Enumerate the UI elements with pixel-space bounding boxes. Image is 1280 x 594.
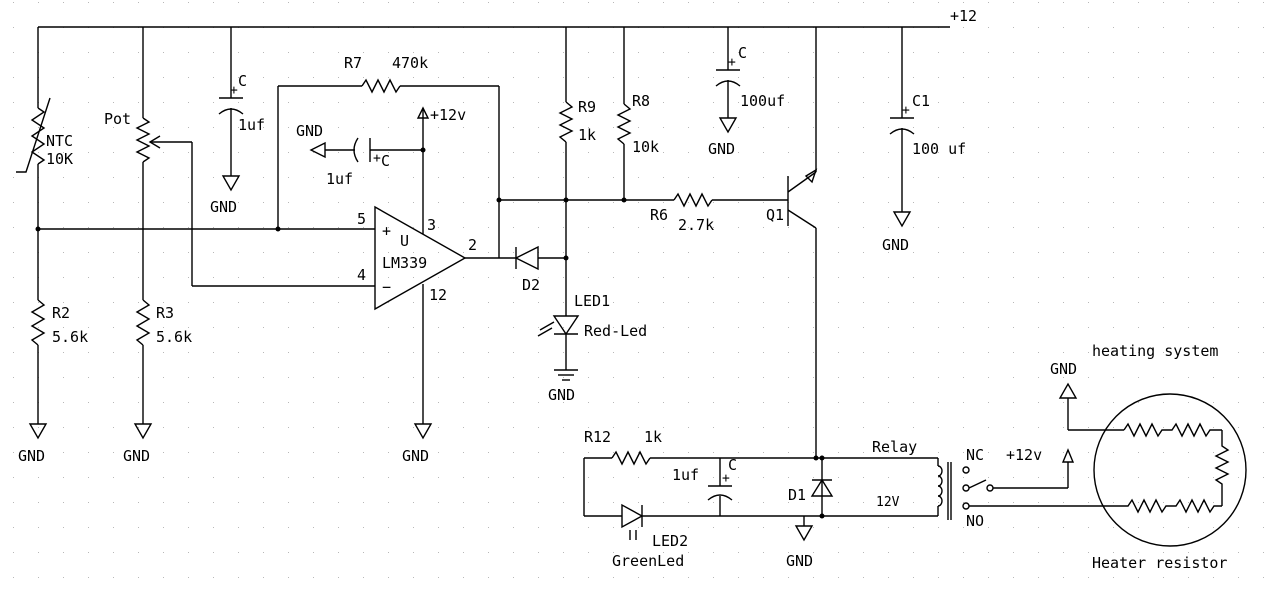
capacitor-bulk: + C 100uf GND	[708, 27, 785, 158]
gnd-label: GND	[296, 122, 323, 140]
relay-name: Relay	[872, 438, 917, 456]
cap-plus: +	[230, 83, 238, 98]
relay-cap-name: C	[728, 456, 737, 474]
r12-value: 1k	[644, 428, 662, 446]
capacitor-input: + C 1uf GND	[210, 27, 265, 216]
led1-value: Red-Led	[584, 322, 647, 340]
r2-name: R2	[52, 304, 70, 322]
r8-name: R8	[632, 92, 650, 110]
r8-value: 10k	[632, 138, 659, 156]
relay-nc: NC	[966, 446, 984, 464]
relay-cap-value: 1uf	[672, 466, 699, 484]
d2-name: D2	[522, 276, 540, 294]
gnd-label: GND	[786, 552, 813, 570]
c1-name: C1	[912, 92, 930, 110]
supply-rail: +12	[38, 7, 977, 28]
c-bulk-name: C	[738, 44, 747, 62]
resistor-r3: R3 5.6k GND	[123, 299, 192, 465]
d1-name: D1	[788, 486, 806, 504]
led2-name: LED2	[652, 532, 688, 550]
opamp-vcc-label: +12v	[430, 106, 466, 124]
c-feedback-value: 1uf	[326, 170, 353, 188]
gnd-label: GND	[708, 140, 735, 158]
c1-value: 100 uf	[912, 140, 966, 158]
ntc-thermistor: NTC 10K	[16, 27, 73, 300]
r9-name: R9	[578, 98, 596, 116]
driver-stage: R8 10k R6 2.7k Q1	[496, 27, 818, 458]
c-input-name: C	[238, 72, 247, 90]
heater-caption: Heater resistor	[1092, 554, 1227, 572]
opamp-part: LM339	[382, 254, 427, 272]
heating-system: GND heating system Heater resistor	[1050, 342, 1247, 572]
gnd-label: GND	[548, 386, 575, 404]
lm339-comparator: U LM339 + − 5 4 3 2 12 +12v GND	[357, 106, 499, 465]
r2-value: 5.6k	[52, 328, 88, 346]
relay-supply: +12v	[1006, 446, 1042, 464]
pin-plus: 5	[357, 210, 366, 228]
gnd-label: GND	[210, 198, 237, 216]
gnd-label: GND	[123, 447, 150, 465]
ntc-value: 10K	[46, 150, 73, 168]
r6-name: R6	[650, 206, 668, 224]
gnd-label: GND	[18, 447, 45, 465]
resistor-r2: R2 5.6k GND	[18, 299, 88, 465]
opamp-plus: +	[382, 222, 391, 240]
relay-section: R12 1k LED2 GreenLed + C 1uf D1 GND Rela	[583, 428, 1100, 570]
gnd-label: GND	[402, 447, 429, 465]
r12-name: R12	[584, 428, 611, 446]
r9-value: 1k	[578, 126, 596, 144]
q1-name: Q1	[766, 206, 784, 224]
opamp-minus: −	[382, 278, 391, 296]
led2-value: GreenLed	[612, 552, 684, 570]
r3-name: R3	[156, 304, 174, 322]
ntc-name: NTC	[46, 132, 73, 150]
relay-voltage: 12V	[876, 495, 900, 510]
cap-plus: +	[722, 471, 730, 486]
c-feedback-name: C	[381, 152, 390, 170]
gnd-label: GND	[882, 236, 909, 254]
pot-name: Pot	[104, 110, 131, 128]
pin-gnd: 12	[429, 286, 447, 304]
led1-name: LED1	[574, 292, 610, 310]
supply-label: +12	[950, 7, 977, 25]
pin-minus: 4	[357, 266, 366, 284]
pin-vcc: 3	[427, 216, 436, 234]
r6-value: 2.7k	[678, 216, 714, 234]
feedback-network: R7 470k	[38, 54, 500, 287]
r7-value: 470k	[392, 54, 428, 72]
c-bulk-value: 100uf	[740, 92, 785, 110]
c-input-value: 1uf	[238, 116, 265, 134]
cap-plus: +	[373, 151, 381, 166]
r3-value: 5.6k	[156, 328, 192, 346]
capacitor-c1: + C1 100 uf GND	[882, 27, 966, 254]
pin-out: 2	[468, 236, 477, 254]
gnd-label: GND	[1050, 360, 1077, 378]
relay-no: NO	[966, 512, 984, 530]
cap-plus: +	[728, 55, 736, 70]
opamp-ref: U	[400, 232, 409, 250]
potentiometer: Pot	[104, 27, 193, 300]
cap-plus: +	[902, 103, 910, 118]
r7-name: R7	[344, 54, 362, 72]
heater-title: heating system	[1092, 342, 1218, 360]
indicator-branch: D2 R9 1k LED1 Red-Led GND	[499, 27, 647, 404]
capacitor-feedback: + C 1uf GND	[296, 122, 426, 188]
